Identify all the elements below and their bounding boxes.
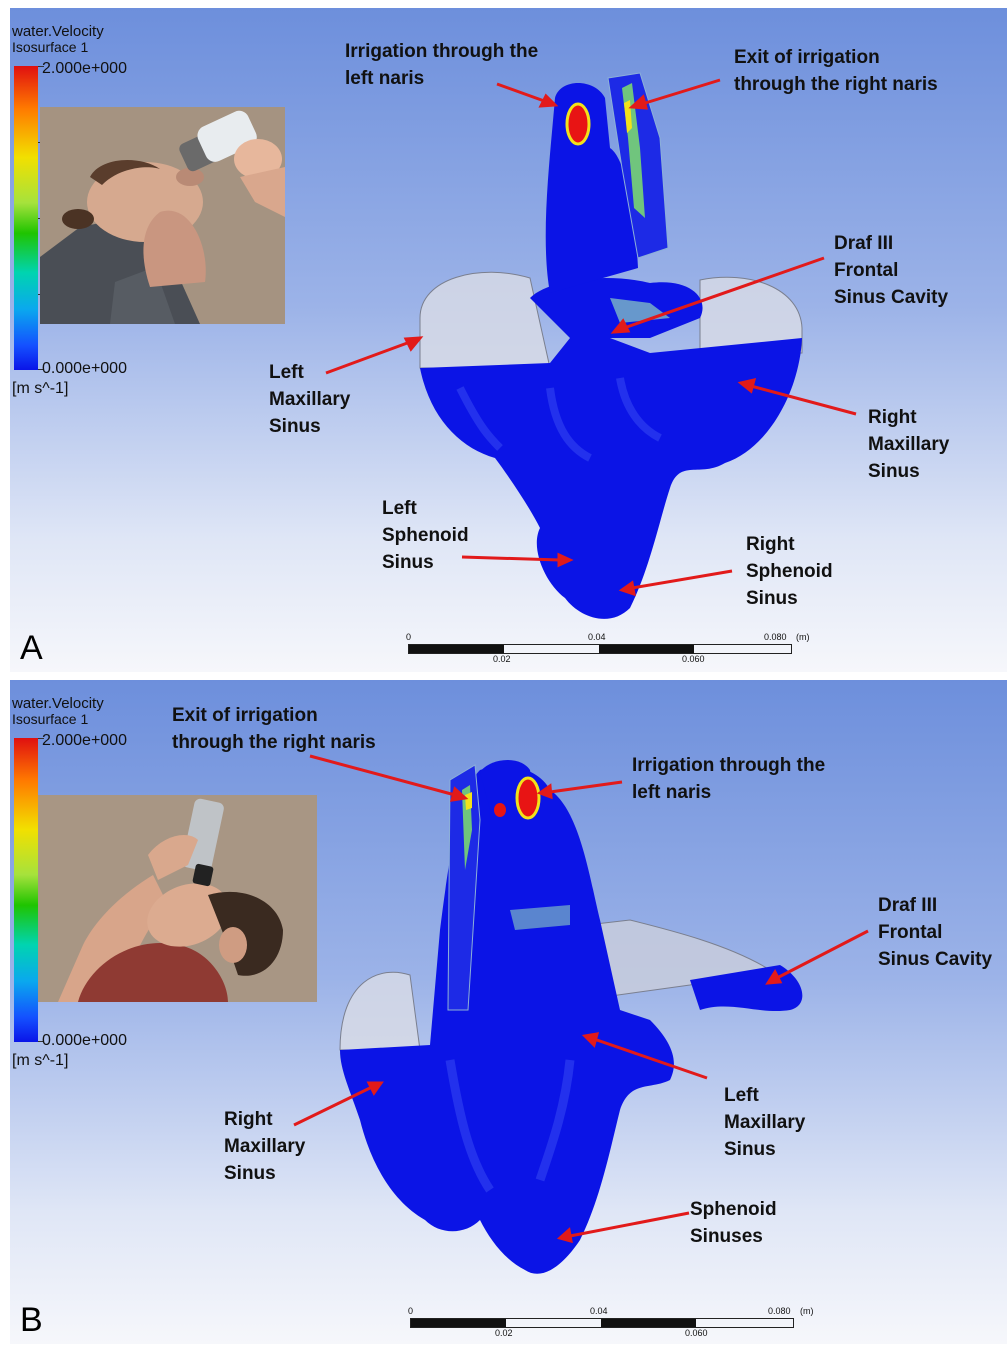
label-line: Irrigation through the — [632, 752, 825, 779]
label-line: Sinuses — [690, 1223, 777, 1250]
label-line: Sinus — [868, 458, 949, 485]
panel-b: water.Velocity Isosurface 1 2.000e+000 0… — [10, 680, 1007, 1344]
scale-tick-label: 0.04 — [590, 1306, 608, 1316]
panel-letter: A — [20, 629, 43, 668]
label-line: Exit of irrigation — [172, 702, 376, 729]
label-draf-iii: Draf III Frontal Sinus Cavity — [878, 892, 992, 973]
scale-tick-label: 0.060 — [685, 1328, 708, 1338]
sinus-model-a — [10, 8, 1007, 672]
label-irrigation-left-naris: Irrigation through the left naris — [632, 752, 825, 806]
label-exit-right-naris: Exit of irrigation through the right nar… — [734, 44, 938, 98]
label-irrigation-left-naris: Irrigation through the left naris — [345, 38, 538, 92]
label-line: Sphenoid — [690, 1196, 777, 1223]
label-line: Sinus — [382, 549, 469, 576]
scale-tick-label: 0.060 — [682, 654, 705, 664]
label-line: Sinus — [269, 413, 350, 440]
scale-bar — [410, 1318, 794, 1328]
label-line: Maxillary — [269, 386, 350, 413]
label-line: left naris — [345, 65, 538, 92]
label-line: left naris — [632, 779, 825, 806]
label-right-maxillary-sinus: Right Maxillary Sinus — [868, 404, 949, 485]
label-line: Right — [746, 531, 833, 558]
label-line: Sphenoid — [382, 522, 469, 549]
label-line: Frontal — [878, 919, 992, 946]
irrigation-inlet-marker — [567, 104, 589, 144]
scale-tick-label: 0 — [408, 1306, 413, 1316]
label-line: Draf III — [878, 892, 992, 919]
label-line: Maxillary — [224, 1133, 305, 1160]
label-line: Maxillary — [724, 1109, 805, 1136]
label-line: Exit of irrigation — [734, 44, 938, 71]
label-line: Left — [269, 359, 350, 386]
sinus-model-b — [10, 680, 1007, 1344]
label-right-sphenoid-sinus: Right Sphenoid Sinus — [746, 531, 833, 612]
scale-unit-label: (m) — [800, 1306, 814, 1316]
panel-a: water.Velocity Isosurface 1 2.000e+000 0… — [10, 8, 1007, 672]
scale-bar — [408, 644, 792, 654]
label-line: Irrigation through the — [345, 38, 538, 65]
label-line: Sinus Cavity — [834, 284, 948, 311]
label-line: Right — [868, 404, 949, 431]
label-sphenoid-sinuses: Sphenoid Sinuses — [690, 1196, 777, 1250]
scale-tick-label: 0.02 — [493, 654, 511, 664]
scale-tick-label: 0.02 — [495, 1328, 513, 1338]
label-line: Sinus Cavity — [878, 946, 992, 973]
label-line: Right — [224, 1106, 305, 1133]
label-line: through the right naris — [172, 729, 376, 756]
label-right-maxillary-sinus: Right Maxillary Sinus — [224, 1106, 305, 1187]
scale-tick-label: 0 — [406, 632, 411, 642]
label-left-maxillary-sinus: Left Maxillary Sinus — [724, 1082, 805, 1163]
label-line: Left — [382, 495, 469, 522]
label-left-sphenoid-sinus: Left Sphenoid Sinus — [382, 495, 469, 576]
irrigation-exit-marker — [494, 803, 506, 817]
label-line: through the right naris — [734, 71, 938, 98]
scale-unit-label: (m) — [796, 632, 810, 642]
label-line: Sinus — [224, 1160, 305, 1187]
label-line: Draf III — [834, 230, 948, 257]
label-line: Sinus — [746, 585, 833, 612]
label-line: Sinus — [724, 1136, 805, 1163]
label-line: Left — [724, 1082, 805, 1109]
label-draf-iii: Draf III Frontal Sinus Cavity — [834, 230, 948, 311]
label-line: Sphenoid — [746, 558, 833, 585]
label-exit-right-naris: Exit of irrigation through the right nar… — [172, 702, 376, 756]
label-left-maxillary-sinus: Left Maxillary Sinus — [269, 359, 350, 440]
scale-tick-label: 0.080 — [768, 1306, 791, 1316]
irrigation-inlet-marker — [517, 778, 539, 818]
label-line: Maxillary — [868, 431, 949, 458]
scale-tick-label: 0.04 — [588, 632, 606, 642]
panel-letter: B — [20, 1301, 43, 1340]
scale-tick-label: 0.080 — [764, 632, 787, 642]
label-line: Frontal — [834, 257, 948, 284]
